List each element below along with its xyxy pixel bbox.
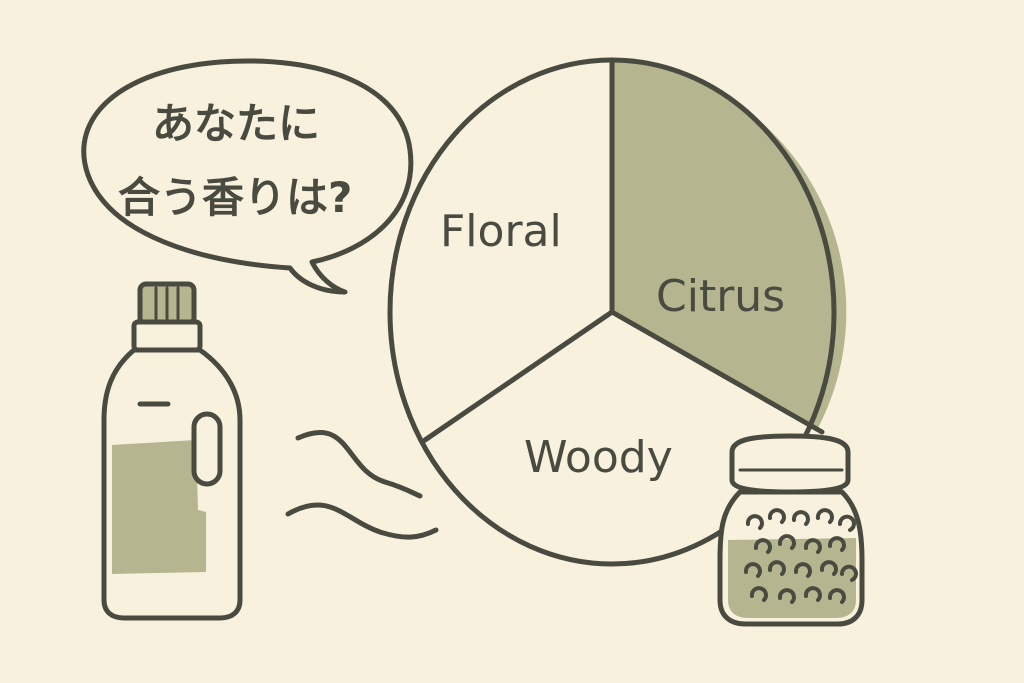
bottle-handle (191, 411, 223, 487)
speech-bubble: あなたに 合う香りは? (81, 58, 414, 295)
divider-left (422, 309, 615, 443)
scent-wave-icon (285, 429, 439, 540)
segment-label-woody: Woody (524, 432, 673, 483)
segment-label-citrus: Citrus (656, 271, 785, 322)
segment-label-floral: Floral (440, 206, 562, 257)
scent-wheel: Floral Citrus Woody (387, 57, 847, 567)
jar-icon (717, 433, 865, 627)
jar-contents (728, 538, 856, 618)
bottle-liquid (112, 440, 206, 574)
speech-bubble-line2: 合う香りは? (118, 173, 352, 222)
speech-bubble-outline (81, 58, 414, 295)
jar-lid (729, 433, 851, 495)
jar-beads (743, 508, 858, 604)
bottle-collar (131, 319, 203, 353)
speech-bubble-line1: あなたに (152, 99, 320, 148)
wedge-citrus (612, 60, 847, 428)
divider-right (609, 309, 825, 435)
detergent-bottle-icon (101, 281, 243, 621)
